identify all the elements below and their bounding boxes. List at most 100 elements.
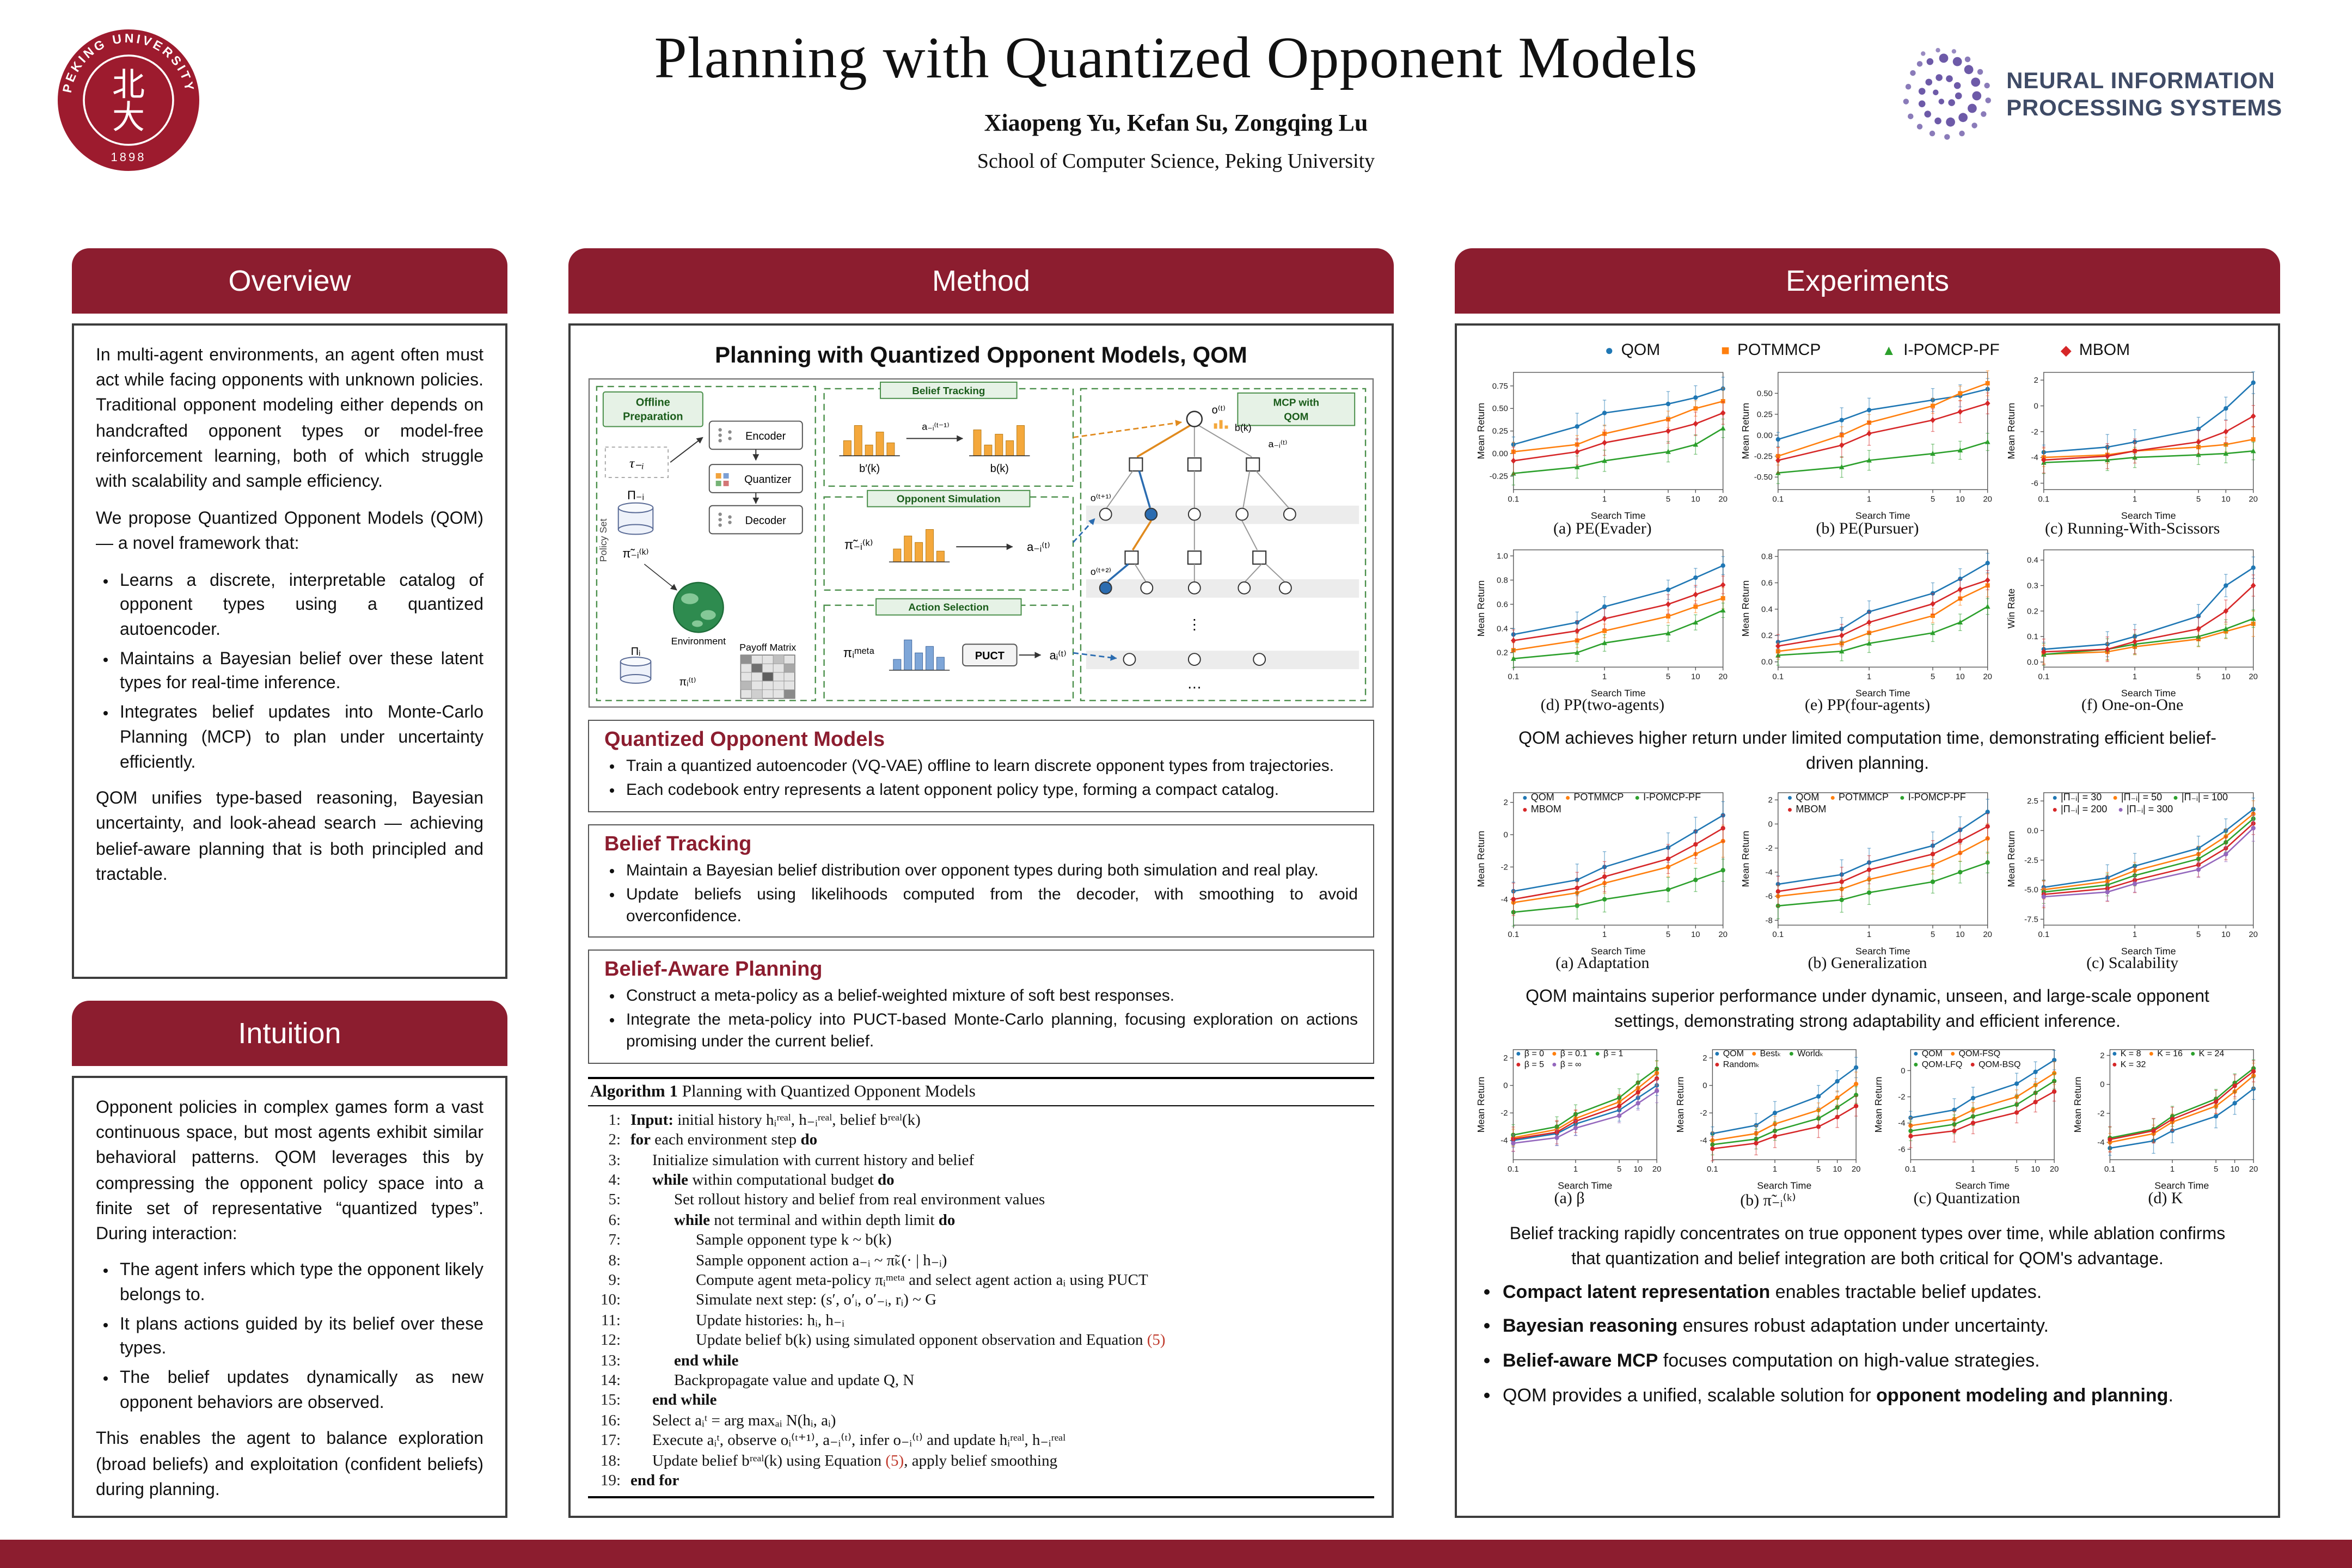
observation-node	[1187, 653, 1201, 666]
chart-caption: (a) β	[1554, 1190, 1585, 1208]
svg-text:10: 10	[2230, 1166, 2239, 1174]
svg-text:0.1: 0.1	[1508, 671, 1519, 681]
svg-text:0.2: 0.2	[2026, 606, 2038, 615]
agent-policy-label: πᵢ⁽ᵗ⁾	[679, 676, 696, 688]
observation-node	[1187, 507, 1201, 521]
neurips-wordmark-line1: NEURAL INFORMATION	[2006, 69, 2275, 94]
chart-caption: (b) Generalization	[1808, 955, 1927, 973]
later-observation-label: o⁽ᵗ⁺²⁾	[1091, 566, 1111, 577]
encoder-box	[708, 420, 803, 450]
algorithm-line: 17:Execute aᵢᵗ, observe oᵢ⁽ᵗ⁺¹⁾, a₋ᵢ⁽ᵗ⁾,…	[600, 1432, 1066, 1450]
overview-paragraph-3: QOM unifies type-based reasoning, Bayesi…	[96, 789, 483, 884]
method-block-qom: Quantized Opponent Models Train a quanti…	[588, 720, 1374, 812]
svg-text:-2: -2	[2031, 427, 2038, 437]
belief-posterior-bars	[973, 425, 1025, 456]
opponent-type-policy-label: π̃₋ᵢ⁽ᵏ⁾	[622, 547, 648, 560]
root-observation-label: o⁽ᵗ⁾	[1212, 405, 1226, 416]
svg-text:Search Time: Search Time	[1955, 1181, 2010, 1192]
svg-text:0.3: 0.3	[2026, 581, 2038, 590]
intuition-paragraph-2: This enables the agent to balance explor…	[96, 1430, 483, 1499]
svg-text:2: 2	[2099, 1052, 2104, 1061]
neurips-logo: NEURAL INFORMATION PROCESSING SYSTEMS	[1891, 48, 2282, 144]
chart-caption: (c) Quantization	[1913, 1190, 2020, 1208]
action-node	[1187, 457, 1202, 472]
svg-text:5: 5	[1666, 929, 1670, 939]
svg-text:5: 5	[2213, 1166, 2218, 1174]
observation-node	[1238, 581, 1251, 595]
svg-text:Search Time: Search Time	[2121, 510, 2176, 521]
svg-text:0.00: 0.00	[1757, 431, 1773, 440]
svg-text:20: 20	[1983, 929, 1993, 939]
column-experiments: Experiments ●QOM■POTMMCP▲I-POMCP-PF◆MBOM…	[1455, 248, 2280, 1518]
neurips-wordmark: NEURAL INFORMATION PROCESSING SYSTEMS	[2006, 69, 2282, 122]
neurips-wordmark-line2: PROCESSING SYSTEMS	[2006, 96, 2282, 121]
svg-text:0.2: 0.2	[1762, 630, 1773, 640]
method-block-title: Belief Tracking	[604, 832, 752, 856]
list-item: Update beliefs using likelihoods compute…	[626, 884, 1358, 927]
svg-text:0.4: 0.4	[1762, 604, 1773, 614]
list-item: Maintain a Bayesian belief distribution …	[626, 860, 1358, 882]
svg-text:20: 20	[2249, 671, 2258, 681]
section-banner-overview: Overview	[72, 248, 507, 314]
belief-tracking-tab	[880, 381, 1018, 399]
svg-text:0.1: 0.1	[2038, 929, 2049, 939]
algorithm-line: 6:while not terminal and within depth li…	[608, 1211, 955, 1229]
algorithm-lines: 1:Input: initial history hᵢʳᵉᵃˡ, h₋ᵢʳᵉᵃˡ…	[588, 1106, 1374, 1499]
algorithm-line: 4:while within computational budget do	[608, 1171, 895, 1189]
svg-text:10: 10	[1956, 494, 1965, 504]
observation-node	[1283, 507, 1296, 521]
pku-emblem-char-2: 大	[112, 100, 145, 136]
svg-text:10: 10	[1691, 671, 1700, 681]
meta-policy-label: πᵢᵐᵉᵗᵃ	[843, 646, 875, 660]
chart-caption: (b) π̃₋ᵢ⁽ᵏ⁾	[1740, 1192, 1796, 1210]
action-selection-label: Action Selection	[908, 602, 989, 614]
svg-text:0.75: 0.75	[1492, 382, 1508, 391]
observation-node-selected	[1144, 507, 1158, 521]
svg-text:-2: -2	[1501, 862, 1508, 871]
mcp-label-2: QOM	[1284, 412, 1308, 423]
action-selection-tab	[875, 598, 1022, 616]
trajectory-label: τ₋ᵢ	[629, 455, 644, 471]
section-banner-experiments: Experiments	[1455, 248, 2280, 314]
svg-text:Mean Return: Mean Return	[1475, 1077, 1486, 1133]
svg-text:10: 10	[2031, 1166, 2040, 1174]
svg-text:0.0: 0.0	[1762, 657, 1773, 666]
chart-caption: (a) Adaptation	[1555, 955, 1650, 973]
svg-text:-8: -8	[1766, 915, 1773, 924]
algorithm-line: 18:Update belief bʳᵉᵃˡ(k) using Equation…	[600, 1452, 1058, 1470]
observation-node-selected	[1099, 581, 1112, 595]
list-item: The agent infers which type the opponent…	[120, 1259, 483, 1308]
svg-text:Mean Return: Mean Return	[2072, 1077, 2082, 1133]
svg-text:Search Time: Search Time	[2121, 945, 2176, 956]
svg-text:-4: -4	[1898, 1120, 1905, 1129]
bottom-strip	[0, 1540, 2352, 1568]
legend-marker-icon: ◆	[2060, 342, 2072, 358]
method-block-belief-aware-planning: Belief-Aware Planning Construct a meta-p…	[588, 950, 1374, 1064]
svg-text:Search Time: Search Time	[1591, 687, 1646, 698]
offline-preparation-tab	[602, 391, 703, 427]
legend-marker-icon: ■	[1721, 342, 1730, 358]
belief-tracking-label: Belief Tracking	[912, 385, 985, 397]
svg-text:-2: -2	[1699, 1110, 1706, 1118]
pku-seal-disc	[58, 29, 199, 171]
svg-text:20: 20	[1718, 494, 1728, 504]
observation-node	[1140, 581, 1154, 595]
svg-text:5: 5	[2196, 929, 2200, 939]
svg-text:Mean Return: Mean Return	[1741, 580, 1751, 636]
svg-text:20: 20	[2249, 494, 2258, 504]
svg-text:20: 20	[2249, 929, 2258, 939]
experiments-note-1: QOM achieves higher return under limited…	[1518, 730, 2216, 774]
algorithm-title: Algorithm 1 Planning with Quantized Oppo…	[588, 1076, 1374, 1106]
last-opponent-action-label: a₋ᵢ⁽ᵗ⁻¹⁾	[922, 421, 949, 432]
overview-paragraph-1: In multi-agent environments, an agent of…	[96, 346, 483, 491]
pku-emblem-char-1: 北	[112, 67, 145, 103]
svg-text:0.1: 0.1	[2038, 671, 2049, 681]
list-item: Learns a discrete, interpretable catalog…	[120, 569, 483, 643]
chart-caption: (a) PE(Evader)	[1553, 520, 1652, 538]
